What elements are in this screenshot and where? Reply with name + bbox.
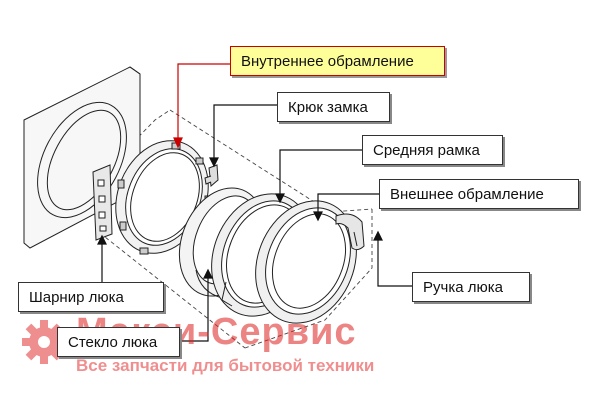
label-inner-frame: Внутреннее обрамление bbox=[230, 46, 445, 76]
door-handle-part bbox=[335, 213, 365, 251]
leader-inner-frame bbox=[177, 63, 230, 140]
label-door-glass: Стекло люка bbox=[57, 327, 180, 357]
label-door-hinge: Шарнир люка bbox=[18, 282, 164, 312]
leader-outer-frame bbox=[317, 193, 379, 214]
outer-frame-part bbox=[255, 200, 357, 324]
inner-frame-part bbox=[115, 140, 212, 255]
label-outer-frame: Внешнее обрамление bbox=[379, 179, 579, 209]
leader-lock-hook bbox=[213, 104, 277, 160]
leader-door-glass bbox=[180, 276, 209, 342]
leader-door-handle bbox=[377, 238, 412, 287]
label-lock-hook: Крюк замка bbox=[277, 92, 390, 122]
lock-hook-part bbox=[204, 164, 219, 187]
leader-lines bbox=[97, 63, 412, 342]
watermark-tagline: Все запчасти для бытовой техники bbox=[76, 356, 375, 375]
leader-inner-frame-arrow bbox=[173, 137, 183, 149]
gear-icon bbox=[22, 320, 66, 364]
label-door-handle: Ручка люка bbox=[412, 272, 530, 302]
label-middle-frame: Средняя рамка bbox=[362, 135, 503, 165]
leader-middle-frame bbox=[279, 149, 362, 196]
door-hinge-part bbox=[92, 164, 113, 241]
